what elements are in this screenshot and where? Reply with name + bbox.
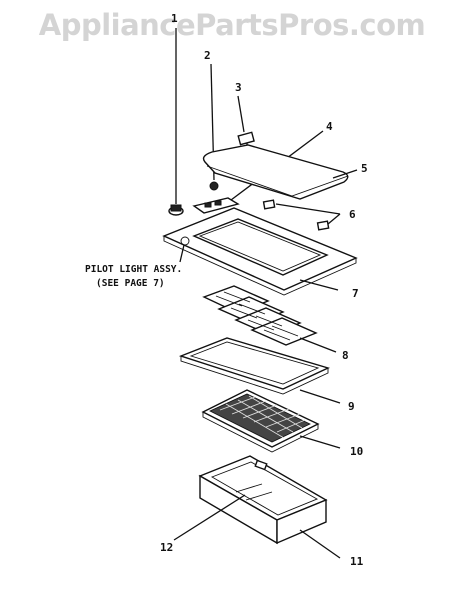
callout-10: 10 xyxy=(350,445,363,458)
callout-7: 7 xyxy=(352,287,359,300)
pilot-note-line2: (SEE PAGE 7) xyxy=(96,278,165,289)
part-1-pilot-fitting xyxy=(168,28,184,216)
callout-11: 11 xyxy=(350,555,364,568)
callout-2: 2 xyxy=(204,49,211,62)
watermark: AppliancePartsPros.com xyxy=(38,8,426,42)
part-12-leader xyxy=(173,494,246,541)
callout-4: 4 xyxy=(326,120,333,133)
callout-3: 3 xyxy=(235,81,242,94)
part-11-drip-pan xyxy=(198,455,341,559)
callout-8: 8 xyxy=(342,349,349,362)
callout-5: 5 xyxy=(361,162,368,175)
callout-9: 9 xyxy=(348,400,355,413)
part-7-frame xyxy=(162,207,358,296)
part-9-ring xyxy=(178,337,341,404)
callout-12: 12 xyxy=(160,541,173,554)
pilot-note-line1: PILOT LIGHT ASSY. xyxy=(85,264,182,275)
part-8-burner-plates xyxy=(202,285,337,353)
part-6-clips xyxy=(262,199,341,231)
callout-6: 6 xyxy=(349,208,356,221)
part-5-cover-plate xyxy=(202,144,358,200)
part-3-clip xyxy=(237,95,255,180)
part-10-grate xyxy=(201,389,341,453)
callout-1: 1 xyxy=(171,12,178,25)
